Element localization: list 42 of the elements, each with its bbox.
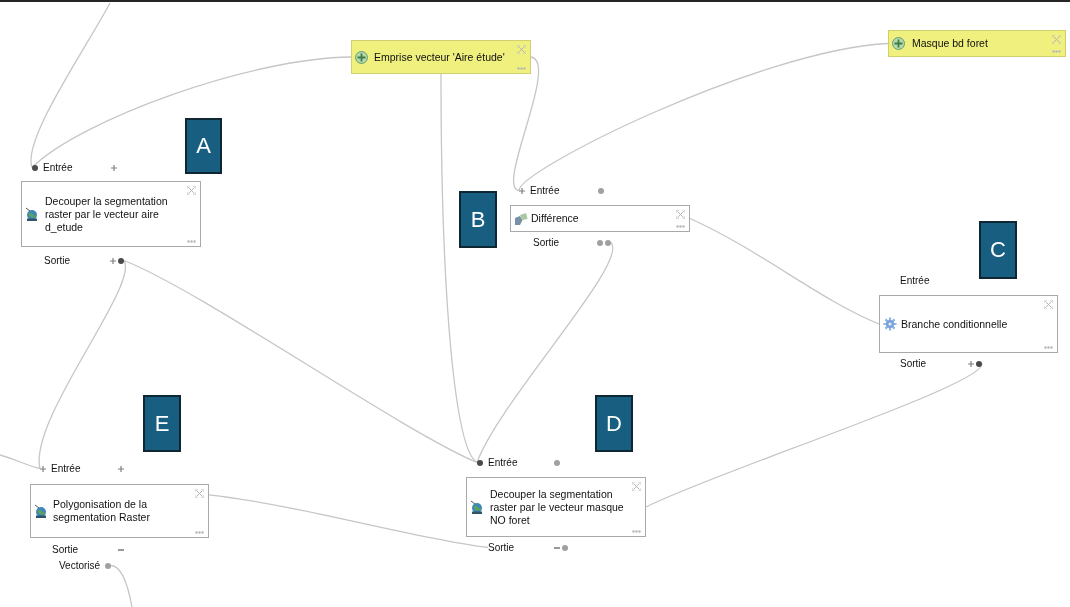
- algorithm-box: [879, 295, 1058, 353]
- connector-line: [0, 454, 41, 470]
- node-label: Emprise vecteur 'Aire étude': [374, 50, 506, 64]
- connector-line: [110, 564, 133, 607]
- port-label: Entrée: [51, 462, 81, 475]
- parameter-box: [888, 30, 1066, 57]
- connector-line: [689, 217, 880, 325]
- port-label: Sortie: [488, 541, 515, 554]
- port-label: Sortie: [44, 254, 71, 267]
- port-label: Entrée: [488, 456, 518, 469]
- callout-letter: E: [143, 395, 181, 452]
- callout-letter: D: [595, 395, 633, 452]
- connector-line: [38, 259, 127, 470]
- algorithm-box: [466, 477, 646, 537]
- node-label: Masque bd foret: [912, 37, 989, 50]
- node-label: Decouper la segmentation raster par le vecteur aire d_etude: [45, 194, 169, 234]
- algorithm-box: [510, 205, 690, 232]
- port-label: Entrée: [43, 161, 73, 174]
- algorithm-box: [30, 484, 209, 538]
- connector-line: [208, 494, 489, 549]
- callout-letter: C: [979, 221, 1017, 279]
- port-label: Entrée: [900, 274, 930, 287]
- node-label: Polygonisation de la segmentation Raster: [53, 498, 151, 524]
- algorithm-box: [21, 181, 201, 247]
- connector-line: [30, 2, 111, 169]
- node-label: Différence: [531, 212, 580, 225]
- connector-line: [440, 73, 478, 464]
- parameter-box: [351, 40, 531, 74]
- connector-line: [645, 362, 983, 508]
- connector-line: [512, 56, 540, 192]
- connector-line: [518, 42, 889, 192]
- connector-line: [123, 259, 478, 464]
- port-label: Sortie: [52, 543, 79, 556]
- node-label: Branche conditionnelle: [901, 317, 1009, 331]
- callout-letter: A: [185, 118, 222, 174]
- node-label: Decouper la segmentation raster par le vecteur masque NO foret: [490, 487, 625, 527]
- connector-line: [476, 241, 614, 464]
- port-label: Sortie: [533, 236, 560, 249]
- callout-letter: B: [459, 191, 497, 248]
- port-label: Sortie: [900, 357, 927, 370]
- port-label: Entrée: [530, 184, 560, 197]
- port-label: Vectorisé: [59, 559, 101, 572]
